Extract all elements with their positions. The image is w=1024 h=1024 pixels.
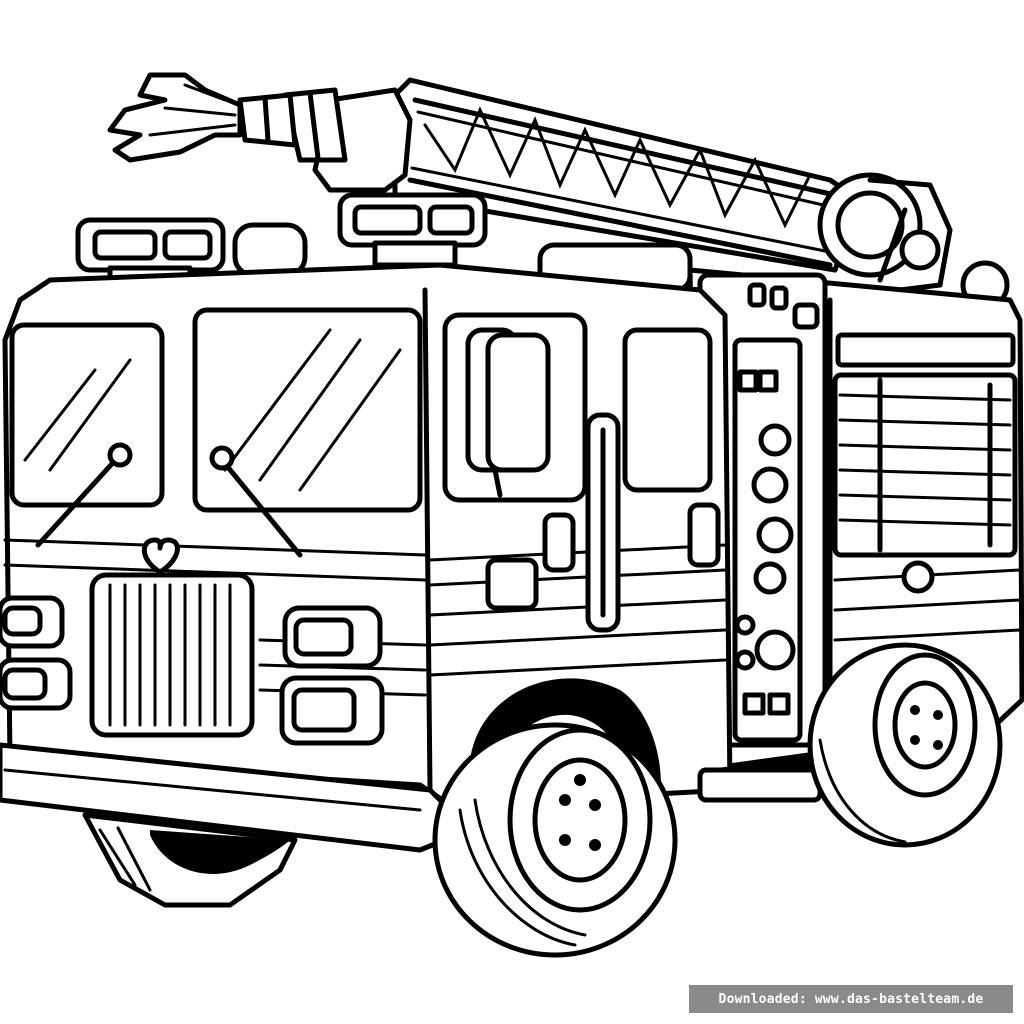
roof-siren bbox=[232, 222, 308, 278]
download-watermark: Downloaded: www.das-bastelteam.de bbox=[689, 985, 1013, 1013]
headlights-right bbox=[279, 605, 385, 746]
roof-light-center bbox=[337, 192, 488, 268]
water-spray bbox=[107, 72, 243, 163]
windshield-right bbox=[192, 307, 423, 513]
wheel-front-left bbox=[82, 812, 298, 908]
water-nozzle bbox=[237, 87, 413, 193]
heart-emblem bbox=[141, 537, 180, 575]
cab-door-rear bbox=[622, 327, 721, 568]
side-step bbox=[697, 767, 823, 803]
pump-panel bbox=[697, 272, 828, 748]
ladder bbox=[392, 77, 863, 273]
wheel-rear-right bbox=[807, 642, 1003, 848]
cab-door-front bbox=[442, 312, 588, 611]
wheel-front-right bbox=[432, 678, 678, 958]
wipers bbox=[35, 442, 303, 558]
side-mirror-handle bbox=[585, 412, 621, 633]
headlights-left bbox=[0, 595, 73, 711]
front-grille bbox=[89, 572, 255, 738]
windshield-left bbox=[9, 322, 165, 508]
